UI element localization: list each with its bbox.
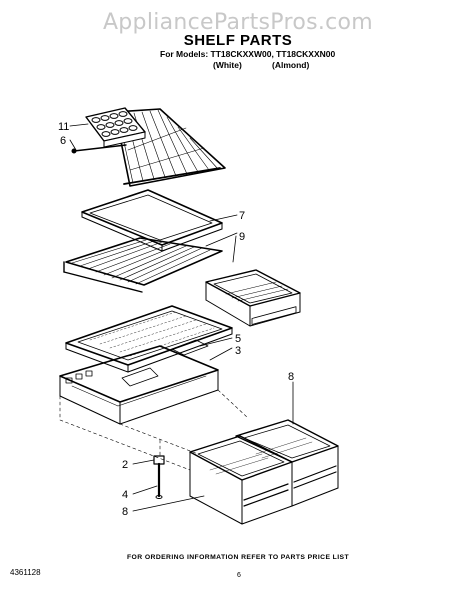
color-almond-label: (Almond) bbox=[272, 60, 310, 70]
callout-numbers: 11 6 7 9 5 3 8 2 4 8 bbox=[58, 121, 294, 518]
crisper-frame bbox=[59, 345, 219, 425]
document-number: 4361128 bbox=[10, 568, 41, 577]
callout-3: 3 bbox=[235, 345, 241, 357]
assembly-guide-lines bbox=[59, 389, 249, 471]
small-drawer bbox=[205, 269, 301, 327]
wire-shelf bbox=[63, 237, 223, 293]
ordering-note: FOR ORDERING INFORMATION REFER TO PARTS … bbox=[126, 554, 350, 561]
page-title: SHELF PARTS bbox=[183, 32, 293, 49]
leader-lines bbox=[69, 123, 294, 512]
callout-5: 5 bbox=[235, 333, 241, 345]
support-leg bbox=[153, 455, 165, 499]
callout-8-upper: 8 bbox=[288, 371, 294, 383]
callout-8-lower: 8 bbox=[122, 506, 128, 518]
callout-7: 7 bbox=[239, 210, 245, 222]
top-wire-shelf bbox=[114, 108, 226, 187]
crisper-cover bbox=[65, 305, 233, 373]
callout-9: 9 bbox=[239, 231, 245, 243]
shelf-rod bbox=[71, 144, 127, 154]
egg-tray bbox=[85, 107, 146, 148]
models-line: For Models: TT18CKXXW00, TT18CKXXN00 bbox=[160, 49, 336, 59]
callout-2: 2 bbox=[122, 459, 128, 471]
glass-shelf bbox=[81, 189, 223, 252]
callout-4: 4 bbox=[122, 489, 128, 501]
callout-6: 6 bbox=[60, 135, 66, 147]
crisper-drawers bbox=[189, 419, 339, 525]
watermark: AppliancePartsPros.com bbox=[102, 10, 374, 35]
color-white-label: (White) bbox=[213, 60, 242, 70]
callout-11: 11 bbox=[58, 121, 69, 133]
page-number: 6 bbox=[237, 572, 241, 579]
